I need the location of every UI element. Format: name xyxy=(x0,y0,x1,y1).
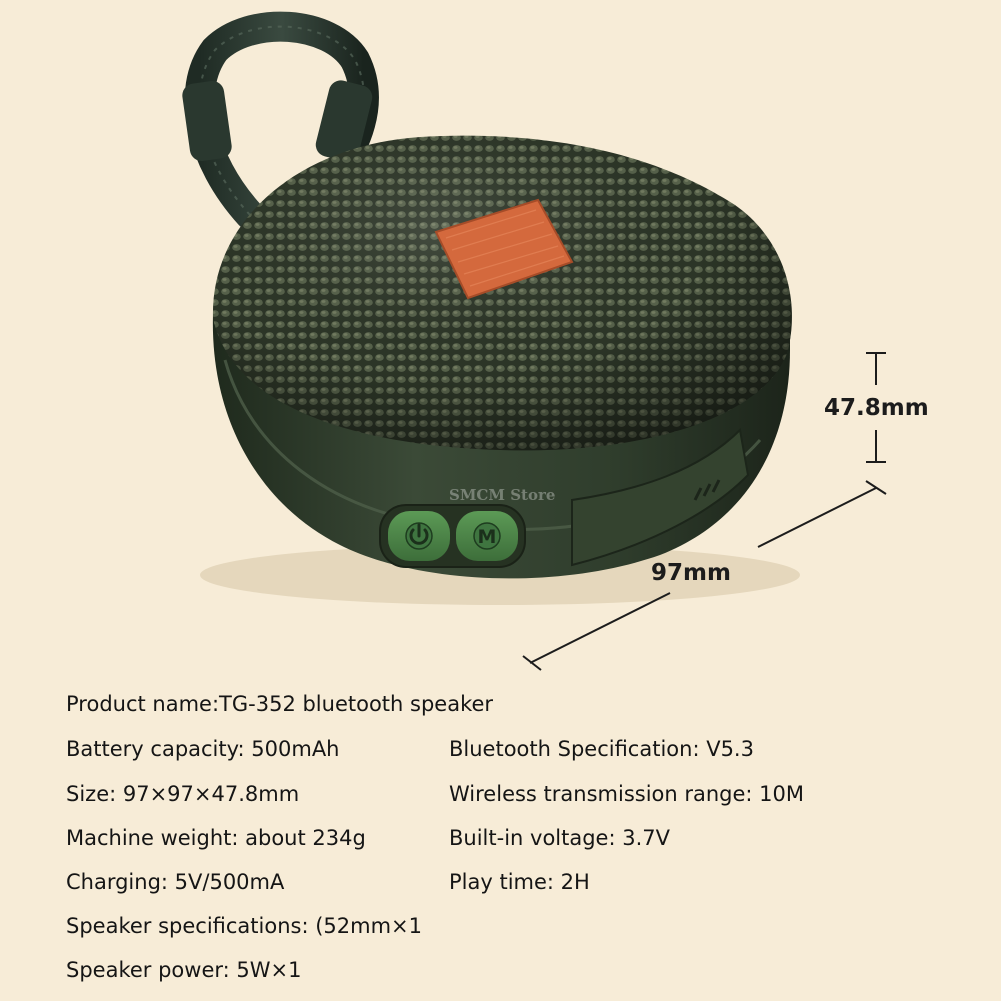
spec-charging: Charging: 5V/500mA xyxy=(66,870,285,894)
brand-badge xyxy=(434,198,574,300)
spec-weight: Machine weight: about 234g xyxy=(66,826,366,850)
store-watermark: SMCM Store xyxy=(449,486,556,504)
spec-speaker-power: Speaker power: 5W×1 xyxy=(66,958,302,982)
mode-button[interactable]: M xyxy=(456,511,518,561)
height-dimension-marker xyxy=(866,352,886,463)
carry-strap xyxy=(182,11,380,230)
mode-icon-glyph: M xyxy=(478,526,497,548)
spec-size: Size: 97×97×47.8mm xyxy=(66,782,300,806)
power-button[interactable] xyxy=(388,511,450,561)
mode-icon: M xyxy=(473,522,501,550)
spec-bluetooth: Bluetooth Specification: V5.3 xyxy=(449,737,754,761)
power-icon xyxy=(405,522,433,550)
mesh-grille xyxy=(212,135,792,451)
spec-range: Wireless transmission range: 10M xyxy=(449,782,805,806)
spec-product-name: Product name:TG-352 bluetooth speaker xyxy=(66,692,494,716)
width-dimension-marker xyxy=(522,480,887,671)
spec-play-time: Play time: 2H xyxy=(449,870,590,894)
spec-voltage: Built-in voltage: 3.7V xyxy=(449,826,670,850)
height-dimension-label: 47.8mm xyxy=(824,395,929,421)
spec-battery-capacity: Battery capacity: 500mAh xyxy=(66,737,340,761)
width-dimension-label: 97mm xyxy=(651,560,731,586)
product-figure: M xyxy=(182,11,887,671)
spec-speaker-specifications: Speaker specifications: (52mm×1 xyxy=(66,914,423,938)
